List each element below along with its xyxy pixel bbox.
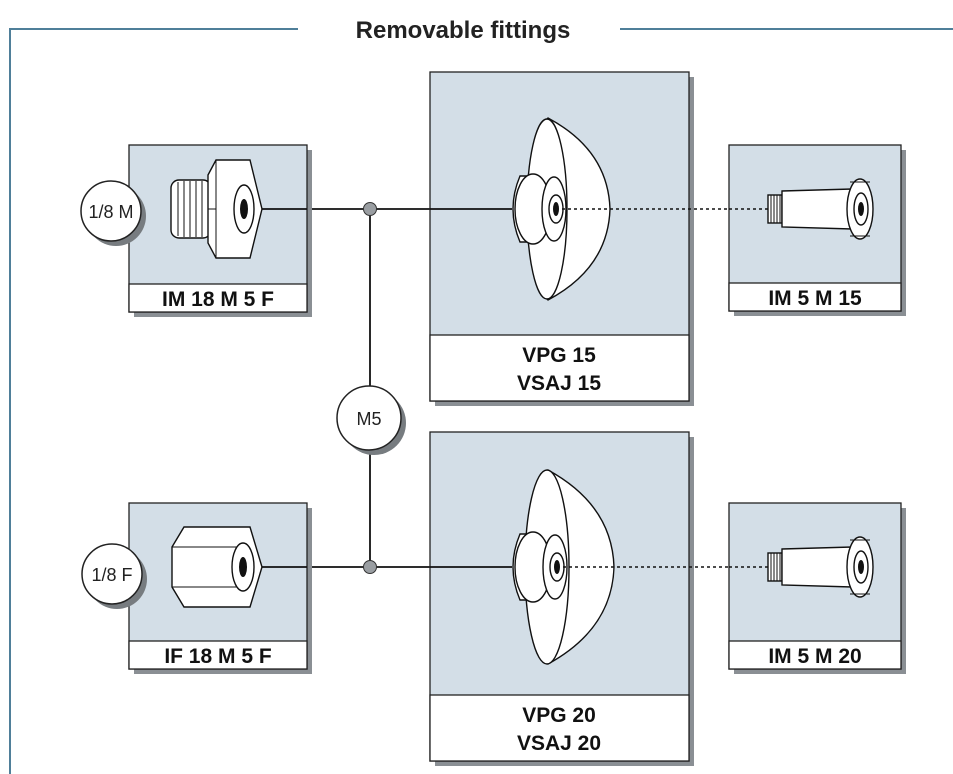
panel-lower-cup: VPG 20 VSAJ 20 — [429, 431, 694, 766]
insert-15-icon — [767, 178, 874, 240]
thread-male-label: 1/8 M — [88, 202, 133, 222]
thread-female-label: 1/8 F — [91, 565, 132, 585]
lower-cup-label-line2: VSAJ 20 — [517, 732, 601, 755]
panel-male-adapter: IM 18 M 5 F — [128, 144, 312, 317]
lower-insert-label: IM 5 M 20 — [768, 645, 861, 668]
thread-badge-male: 1/8 M — [80, 180, 146, 246]
lower-cup-label-line1: VPG 20 — [522, 704, 596, 727]
thread-manifold-label: M5 — [356, 409, 381, 429]
female-adapter-icon — [171, 526, 263, 608]
male-adapter-label: IM 18 M 5 F — [162, 288, 274, 311]
thread-badge-manifold: M5 — [336, 385, 406, 455]
junction-lower — [363, 560, 377, 574]
upper-cup-label-line1: VPG 15 — [522, 344, 596, 367]
panel-upper-insert: IM 5 M 15 — [728, 144, 906, 316]
diagram-title: Removable fittings — [356, 17, 571, 44]
suction-cup-20-icon — [512, 469, 615, 665]
female-adapter-label: IF 18 M 5 F — [164, 645, 272, 668]
insert-20-icon — [767, 536, 874, 598]
male-adapter-icon — [170, 159, 263, 259]
junction-upper — [363, 202, 377, 216]
upper-cup-label-line2: VSAJ 15 — [517, 372, 601, 395]
panel-lower-insert: IM 5 M 20 — [728, 502, 906, 674]
panel-female-adapter: IF 18 M 5 F — [128, 502, 312, 674]
thread-badge-female: 1/8 F — [81, 543, 147, 609]
frame-left-line — [9, 28, 298, 774]
frame: Removable fittings — [9, 17, 953, 774]
panel-upper-cup: VPG 15 VSAJ 15 — [429, 71, 694, 406]
suction-cup-15-icon — [512, 117, 611, 301]
upper-insert-label: IM 5 M 15 — [768, 287, 862, 310]
